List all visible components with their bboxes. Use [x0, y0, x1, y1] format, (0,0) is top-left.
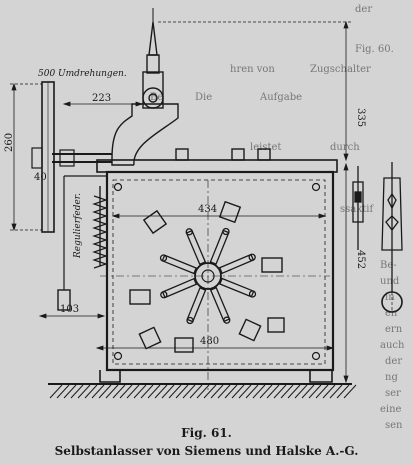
dim-103: 103: [60, 304, 79, 315]
corner-bolts: [113, 182, 321, 361]
figure-number: Fig. 61.: [181, 426, 232, 440]
bleed-word: Aufgabe: [259, 92, 302, 103]
contact-block: [142, 209, 168, 235]
right-foot: [309, 370, 333, 383]
contact-block: [267, 317, 285, 333]
bleed-word: ern: [385, 324, 403, 335]
governor-spindle-top: [148, 21, 158, 56]
left-foot: [99, 370, 121, 383]
dim-223: 223: [92, 93, 111, 104]
star-arm: [209, 286, 231, 324]
starter-drawing: der Fig. 60. hren von Zugschalter ssakti…: [4, 4, 405, 430]
terminal-nut: [257, 148, 271, 161]
star-arm: [185, 228, 207, 266]
annotation-labels: 500 Umdrehungen. 223 260 335 452 434 480…: [4, 69, 366, 347]
bleed-word: und: [380, 276, 400, 287]
floor-hatching: [48, 383, 357, 399]
lever-body-wide: [381, 177, 403, 251]
dim-40: 40: [34, 172, 47, 183]
governor-weight: [142, 87, 164, 109]
star-arm: [209, 227, 230, 265]
bleed-word: leistet: [250, 142, 281, 153]
belt-pulley: [31, 81, 55, 233]
bleed-word: Die: [195, 92, 212, 103]
lever-body-narrow: [352, 181, 364, 223]
dimension-lines: [10, 20, 352, 390]
top-cover-plate: [96, 159, 338, 173]
dim-434: 434: [198, 204, 217, 215]
star-arm: [159, 254, 197, 275]
governor-neck: [146, 54, 160, 74]
star-arm: [160, 277, 198, 299]
hand-lever-grip: [57, 289, 71, 311]
star-arm: [186, 287, 207, 325]
contact-block: [129, 289, 151, 305]
bleed-word: auch: [380, 340, 405, 351]
contact-block: [138, 326, 162, 350]
regulating-spring: [57, 175, 108, 311]
dim-480: 480: [200, 336, 219, 347]
contact-lever-detail: [352, 162, 403, 313]
bleed-word: Zugschalter: [310, 64, 371, 75]
bleed-word: Be-: [380, 260, 397, 271]
main-casing: [96, 148, 338, 383]
bearing-bracket: [111, 103, 179, 166]
contact-block: [261, 257, 283, 273]
bleed-through-text: der Fig. 60. hren von Zugschalter ssakti…: [150, 4, 405, 430]
bleed-word: ser: [385, 388, 401, 399]
bleed-word: ng: [385, 372, 398, 383]
bleed-word: sen: [385, 420, 403, 430]
terminal-nut: [175, 148, 189, 161]
bleed-word: eine: [380, 404, 402, 415]
star-arm: [218, 253, 256, 275]
dim-260: 260: [4, 133, 15, 152]
regulator-spring-label: Regulierfeder.: [73, 193, 83, 259]
contact-block: [218, 200, 242, 224]
figure-title: Selbstanlasser von Siemens und Halske A.…: [54, 444, 359, 458]
dim-452: 452: [355, 250, 366, 269]
bleed-word: ssaktif: [340, 204, 375, 215]
bleed-word: hren von: [230, 64, 275, 75]
contact-blocks: [129, 200, 285, 353]
contact-block: [238, 318, 262, 342]
star-arm: [219, 277, 257, 298]
bleed-word: Fig. 60.: [355, 44, 394, 55]
bleed-word: der: [385, 356, 402, 367]
contact-block: [174, 337, 194, 353]
speed-annotation: 500 Umdrehungen.: [38, 69, 127, 79]
terminal-nut: [231, 148, 245, 161]
bleed-word: in: [385, 292, 395, 303]
centrifugal-column: [52, 8, 179, 167]
bleed-word: durch: [330, 142, 360, 153]
bleed-word: der: [355, 4, 372, 15]
casing-inner-outline: [112, 179, 326, 365]
dim-335: 335: [355, 108, 366, 127]
bleed-word: en: [385, 308, 398, 319]
